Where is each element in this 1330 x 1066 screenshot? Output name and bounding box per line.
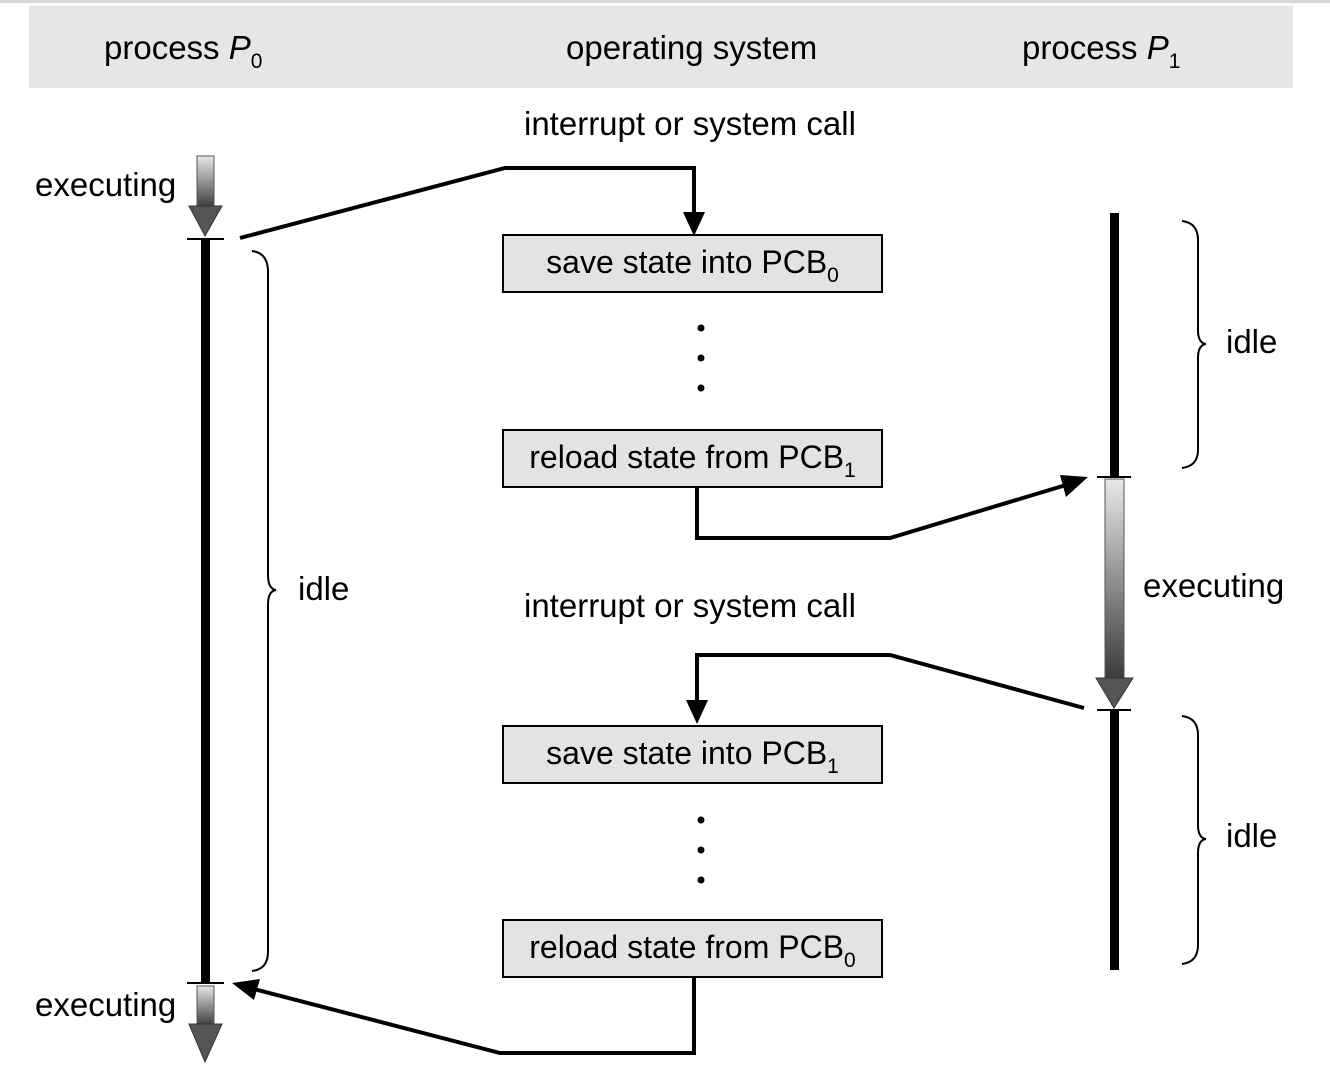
- box-text: save state into PCB: [546, 735, 828, 771]
- box-text: reload state from PCB: [529, 439, 845, 475]
- p1-idle-brace-top: [1181, 220, 1207, 469]
- save-state-pcb0-box: save state into PCB0: [502, 234, 883, 293]
- p1-executing-label: executing: [1143, 567, 1285, 604]
- save-state-pcb1-box: save state into PCB1: [502, 725, 883, 784]
- p1-idle-label-top: idle: [1226, 323, 1278, 360]
- p1-idle-line-top: [1097, 213, 1131, 478]
- top-border: [0, 0, 1330, 3]
- p1-subscript: 1: [1168, 50, 1181, 73]
- box-subscript: 0: [844, 949, 856, 972]
- box-text: reload state from PCB: [529, 929, 845, 965]
- header-operating-system: operating system: [566, 29, 818, 66]
- p0-word: process: [104, 29, 220, 66]
- header-process-p1: process P1: [1022, 28, 1180, 82]
- header-bar: [29, 6, 1293, 88]
- p0-idle-brace: [251, 250, 277, 972]
- p0-executing-label-top: executing: [35, 166, 177, 203]
- ellipsis-dots-top: [697, 324, 705, 392]
- p1-idle-brace-bottom: [1181, 715, 1207, 965]
- p1-idle-line-bottom: [1097, 709, 1131, 970]
- reload-state-pcb1-box: reload state from PCB1: [502, 429, 883, 488]
- connector-os-to-p1: [695, 475, 1088, 540]
- header-process-p0: process P0: [104, 28, 262, 82]
- p0-letter: P: [228, 29, 251, 66]
- p1-idle-label-bottom: idle: [1226, 817, 1278, 854]
- p1-word: process: [1022, 29, 1138, 66]
- connector-p1-to-os: [686, 653, 1085, 724]
- box-subscript: 1: [844, 459, 856, 482]
- p0-executing-arrow-bottom: [188, 985, 223, 1064]
- p0-executing-arrow-top: [188, 155, 223, 238]
- ellipsis-dots-bottom: [697, 816, 705, 884]
- box-subscript: 1: [827, 755, 839, 778]
- p0-idle-line: [187, 238, 224, 984]
- p0-idle-label: idle: [298, 570, 350, 607]
- box-subscript: 0: [827, 264, 839, 287]
- p0-executing-label-bottom: executing: [35, 986, 177, 1023]
- reload-state-pcb0-box: reload state from PCB0: [502, 919, 883, 978]
- interrupt-label-top: interrupt or system call: [524, 105, 856, 142]
- p1-executing-arrow: [1095, 478, 1134, 709]
- p0-subscript: 0: [250, 50, 263, 73]
- box-text: save state into PCB: [546, 244, 828, 280]
- connector-os-to-p0: [232, 978, 696, 1055]
- connector-p0-to-os: [239, 166, 705, 240]
- interrupt-label-bottom: interrupt or system call: [524, 587, 856, 624]
- p1-letter: P: [1146, 29, 1169, 66]
